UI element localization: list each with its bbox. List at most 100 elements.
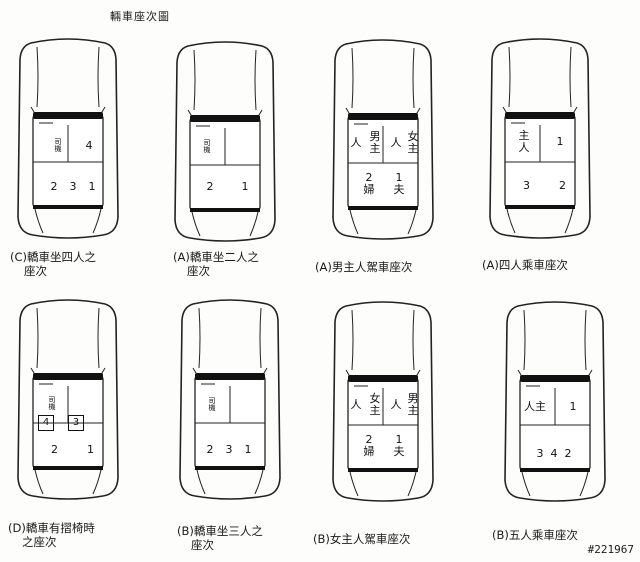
car-drawing (17, 38, 119, 239)
seat-label: 1 (569, 400, 577, 414)
caption-line: 座次 (191, 538, 214, 552)
car-outline (17, 299, 119, 500)
hood-line (259, 307, 262, 369)
trunk-line (521, 471, 589, 497)
seat-label: 司 機 (48, 395, 56, 411)
diagram-caption: (A)男主人駕車座次 (315, 260, 412, 274)
seat-label: 3 (536, 447, 544, 461)
caption-line: (D)轎車有摺椅時 (8, 521, 95, 535)
seat-label: 2 (559, 179, 566, 193)
seat-label: 3 (523, 179, 530, 193)
page-title: 輛車座次圖 (110, 10, 170, 23)
caption-line: (A)轎車坐二人之 (173, 250, 259, 264)
car-outline (332, 39, 434, 240)
trunk-line (349, 471, 417, 497)
caption-line: (A)男主人駕車座次 (315, 260, 413, 274)
rear-bar (33, 205, 103, 209)
hood-line (254, 49, 257, 111)
hood-line (36, 46, 39, 108)
seat-label: 2 (206, 443, 214, 457)
windshield-bar (190, 115, 260, 122)
car-drawing (17, 299, 119, 500)
diagram-caption: (B)女主人駕車座次 (313, 532, 410, 546)
rear-bar (520, 468, 590, 472)
trunk-line (196, 469, 264, 495)
diagram-caption: (B)五人乘車座次 (492, 528, 578, 542)
seat-label: 3 (67, 414, 85, 432)
seat-label: 司 機 (208, 396, 216, 412)
seat-label: 人 (390, 136, 402, 150)
seat-label: 1 夫 (393, 171, 405, 196)
seat-label: 2 (564, 447, 572, 461)
windshield-bar (33, 112, 103, 119)
car-outline (489, 38, 591, 239)
windshield-bar (505, 112, 575, 119)
folding-seat-box: 3 (68, 415, 84, 431)
caption-line: (C)轎車坐四人之 (10, 250, 97, 264)
seat-label: 司 機 (203, 138, 211, 154)
caption-line: 之座次 (22, 535, 57, 549)
car-outline (17, 38, 119, 239)
folding-seat-box: 4 (38, 415, 54, 431)
trunk-line (191, 211, 259, 237)
caption-line: 座次 (187, 264, 210, 278)
seat-label: 1 (241, 180, 249, 194)
seat-label: 2 (206, 180, 214, 194)
trunk-line (349, 209, 417, 235)
windshield-bar (520, 375, 590, 382)
seat-label: 4 (85, 139, 93, 153)
hood-line (523, 309, 526, 371)
caption-line: (B)轎車坐三人之 (177, 524, 263, 538)
hood-line (36, 307, 39, 369)
seat-label: 女 主 (369, 392, 381, 417)
hood-line (569, 46, 572, 108)
seat-label: 2 婦 (363, 433, 375, 458)
car-drawing (489, 38, 591, 239)
seat-label: 人 (390, 398, 402, 412)
rear-bar (348, 206, 418, 210)
hood-line (412, 47, 415, 109)
car-outline (332, 301, 434, 502)
catalog-number: #221967 (587, 543, 634, 556)
hood-line (97, 46, 100, 108)
caption-line: 座次 (24, 264, 47, 278)
windshield-bar (33, 373, 103, 380)
seat-label: 司 機 (54, 137, 62, 153)
diagram-caption: (C)轎車坐四人之座次 (10, 250, 96, 278)
seat-label: 2 婦 (363, 171, 375, 196)
seat-label: 4 (37, 414, 55, 432)
car-drawing (179, 299, 281, 500)
hood-line (97, 307, 100, 369)
seat-label: 3 (69, 180, 77, 194)
rear-bar (348, 468, 418, 472)
caption-line: (B)五人乘車座次 (492, 528, 578, 542)
seat-label: 4 (550, 447, 558, 461)
hood-line (412, 309, 415, 371)
diagram-caption: (D)轎車有摺椅時之座次 (8, 521, 95, 549)
seat-label: 1 夫 (393, 433, 405, 458)
trunk-line (34, 208, 102, 234)
rear-bar (195, 466, 265, 470)
windshield-bar (348, 113, 418, 120)
seat-label: 女 主 (407, 130, 419, 155)
hood-line (584, 309, 587, 371)
hood-line (198, 307, 201, 369)
car-drawing (504, 301, 606, 502)
seat-label: 2 (51, 443, 58, 457)
car-outline (179, 299, 281, 500)
seat-label: 2 (50, 180, 58, 194)
car-drawing (332, 301, 434, 502)
rear-bar (190, 208, 260, 212)
seat-label: 1 (244, 443, 252, 457)
car-outline (174, 41, 276, 242)
seat-label: 人 (350, 136, 362, 150)
trunk-line (34, 469, 102, 495)
seat-label: 1 (87, 443, 94, 457)
seat-label: 1 (556, 135, 564, 149)
car-drawing (174, 41, 276, 242)
seat-label: 主 人 (518, 129, 530, 154)
seat-label: 男 主 (407, 392, 419, 417)
rear-bar (33, 466, 103, 470)
trunk-line (506, 208, 574, 234)
seat-label: 1 (88, 180, 96, 194)
